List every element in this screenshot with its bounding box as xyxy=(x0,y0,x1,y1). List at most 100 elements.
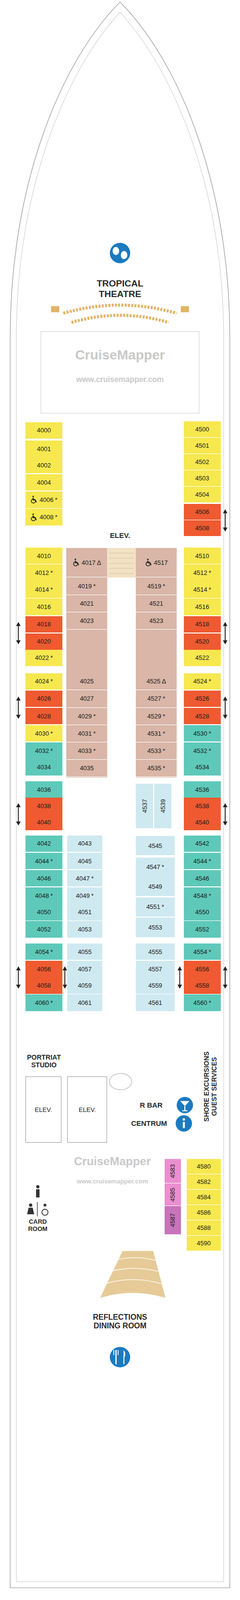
cabin-number: 4522 xyxy=(195,654,210,662)
cabin-box: 4583 xyxy=(164,1159,181,1184)
cabin-box: 4030* xyxy=(25,725,63,743)
stairs xyxy=(100,1251,166,1299)
cabin-box: 4053 xyxy=(67,921,102,938)
cabin-number: 4060 xyxy=(35,999,49,1007)
cabin-mark: * xyxy=(208,677,212,685)
cabin-box: 4012* xyxy=(25,564,63,582)
bar-icon xyxy=(176,1097,193,1114)
cabin-number: 4055 xyxy=(77,948,92,956)
cabin-number: 4530 xyxy=(193,730,208,738)
cabin-box: 4044* xyxy=(25,852,63,870)
cabin-box: 4585 xyxy=(164,1183,181,1207)
cabin-box: 4536 xyxy=(183,781,221,799)
cabin-box: 4530* xyxy=(183,725,221,743)
cabin-box: 4518 xyxy=(183,616,221,634)
cabin-number: 4558 xyxy=(195,982,210,990)
cabin-box: 4004 xyxy=(25,474,63,492)
cabin-number: 4582 xyxy=(196,1178,211,1186)
cabin-box: 4060* xyxy=(25,994,63,1012)
cabin-number: 4016 xyxy=(36,603,51,611)
cabin-box: 4554* xyxy=(183,943,221,961)
elevator-box: ELEV. xyxy=(25,1076,61,1143)
cabin-box: 4010 xyxy=(25,547,63,565)
cabin-box: 4058 xyxy=(25,977,63,995)
cabin-box: 4549 xyxy=(135,876,175,897)
cabin-box: 4019* xyxy=(66,577,108,595)
cabin-box: 4508 xyxy=(183,520,221,537)
cabin-mark: * xyxy=(50,677,53,685)
watermark: CruiseMapper xyxy=(75,347,166,363)
cabin-mark: * xyxy=(208,569,212,577)
cabin-box: 4025 xyxy=(66,672,108,691)
cabin-number: 4024 xyxy=(35,677,49,685)
cabin-box: 4587 xyxy=(164,1206,181,1236)
cabin-box: 4556 xyxy=(183,960,221,978)
cabin-box: 4529* xyxy=(135,708,177,726)
cabin-box: 4035 xyxy=(66,759,108,778)
cabin-number: 4502 xyxy=(195,458,210,466)
cabin-box: 4036 xyxy=(25,781,63,799)
cabin-number: 4533 xyxy=(147,747,162,755)
cabin-number: 4527 xyxy=(147,695,162,703)
cabin-number: 4556 xyxy=(195,965,210,973)
cabin-number: 4046 xyxy=(36,875,51,883)
cabin-number: 4012 xyxy=(35,569,49,577)
cabin-number: 4033 xyxy=(77,747,92,755)
cabin-mark: * xyxy=(162,764,166,772)
cabin-number: 4000 xyxy=(36,426,51,434)
cabin-box: 4527* xyxy=(135,690,177,708)
cabin-box: 4052 xyxy=(25,921,63,938)
cabin-block xyxy=(66,548,108,778)
elevator-label: ELEV. xyxy=(78,1106,96,1114)
cabin-box: 4550 xyxy=(183,903,221,921)
watermark: www.cruisemapper.com xyxy=(76,375,165,384)
inner-hull xyxy=(16,12,224,1583)
cabin-mark: * xyxy=(208,948,212,956)
cabin-number: 4500 xyxy=(195,425,210,433)
cabin-number: 4001 xyxy=(36,445,51,453)
cabin-number: 4027 xyxy=(79,695,94,703)
cabin-box: 4535* xyxy=(135,759,177,778)
cabin-mark: * xyxy=(162,730,166,738)
elevator-lobby xyxy=(107,548,136,578)
cabin-number: 4542 xyxy=(195,840,210,848)
cabin-box: 4512* xyxy=(183,564,221,582)
cabin-box: 4522 xyxy=(183,649,221,667)
cabin-number: 4043 xyxy=(77,840,92,848)
area-label: REFLECTIONS DINING ROOM xyxy=(88,1312,152,1331)
cabin-number: 4020 xyxy=(36,637,51,646)
cabin-number: 4014 xyxy=(35,586,49,594)
cabin-number: 4030 xyxy=(35,730,49,738)
cabin-mark: * xyxy=(162,695,166,703)
cabin-box: 4588 xyxy=(186,1220,221,1236)
area-label: ELEV. xyxy=(109,531,131,540)
theatre-seats xyxy=(50,305,189,323)
cabin-number: 4061 xyxy=(77,999,92,1007)
cabin-mark: * xyxy=(50,569,53,577)
hull xyxy=(10,1,230,1588)
cabin-number: 4018 xyxy=(36,620,51,628)
cabin-box: 4537 xyxy=(135,783,154,829)
cabin-box: 4514* xyxy=(183,581,221,599)
cabin-number: 4518 xyxy=(195,620,210,628)
cabin-number: 4584 xyxy=(196,1193,211,1201)
cabin-mark: * xyxy=(93,712,96,720)
cabin-number: 4526 xyxy=(195,695,210,703)
cabin-box: 4018 xyxy=(25,616,63,634)
cabin-box: 4051 xyxy=(67,903,102,921)
cabin-box: 4539 xyxy=(154,783,172,829)
cabin-mark: * xyxy=(162,747,166,755)
cabin-box: 4042 xyxy=(25,835,63,853)
cabin-box: 4032* xyxy=(25,742,63,760)
cabin-mark: Δ xyxy=(96,559,102,567)
cabin-box: 4014* xyxy=(25,581,63,599)
cabin-number: 4051 xyxy=(77,908,92,916)
cabin-number: 4521 xyxy=(149,600,164,608)
cabin-number: 4560 xyxy=(193,999,208,1007)
cabin-box: 4059 xyxy=(67,977,102,995)
cabin-box: 4050 xyxy=(25,903,63,921)
restroom-icon xyxy=(26,1185,48,1217)
cabin-number: 4555 xyxy=(148,948,163,956)
cabin-number: 4534 xyxy=(195,763,210,771)
cabin-box: 4560* xyxy=(183,994,221,1012)
